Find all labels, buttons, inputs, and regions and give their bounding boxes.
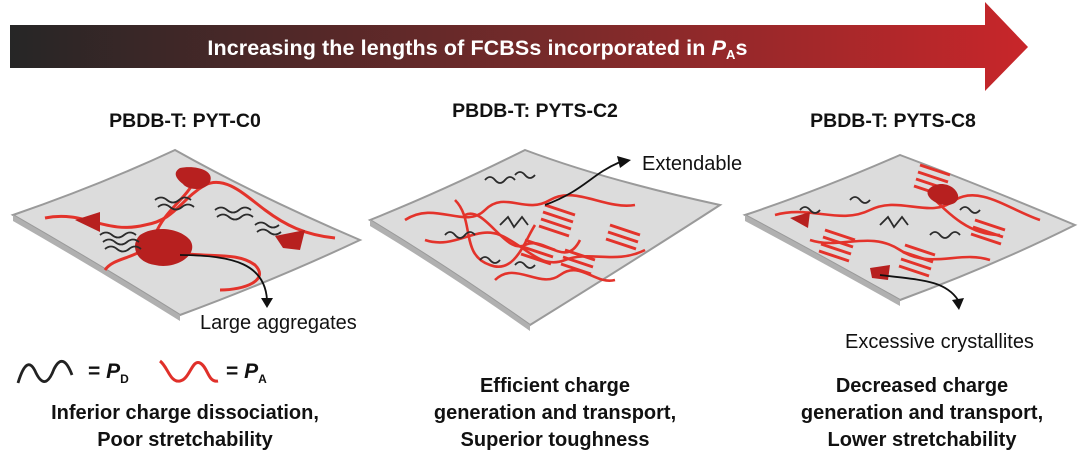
callout-large-aggregates: Large aggregates xyxy=(200,312,357,334)
donor-legend-icon xyxy=(16,360,74,384)
acceptor-legend-icon xyxy=(158,359,219,383)
summary-c0: Inferior charge dissociation, Poor stret… xyxy=(0,400,370,454)
summary-c2: Efficient charge generation and transpor… xyxy=(405,373,705,454)
summary-c0-line2: Poor stretchability xyxy=(97,429,273,451)
summary-c8-line2: generation and transport, xyxy=(800,402,1044,424)
legend-donor-label: = PD xyxy=(88,360,129,386)
panel-title-c0: PBDB-T: PYT-C0 xyxy=(109,110,261,132)
progress-arrow xyxy=(10,2,1028,91)
summary-c2-line2: generation and transport, xyxy=(433,402,677,424)
summary-c2-line1: Efficient charge xyxy=(479,375,631,397)
callout-extendable: Extendable xyxy=(642,153,743,175)
summary-c2-line3: Superior toughness xyxy=(460,429,650,451)
summary-c8-line3: Lower stretchability xyxy=(827,429,1017,451)
film-illustration-c0 xyxy=(10,148,363,321)
summary-c8: Decreased charge generation and transpor… xyxy=(772,373,1072,454)
callout-excessive-crystallites: Excessive crystallites xyxy=(845,331,1034,353)
summary-c8-line1: Decreased charge xyxy=(835,375,1009,397)
film-illustration-c2 xyxy=(367,148,723,331)
legend-acceptor-label: = PA xyxy=(226,360,267,386)
panel-title-c8: PBDB-T: PYTS-C8 xyxy=(810,110,976,132)
panel-title-c2: PBDB-T: PYTS-C2 xyxy=(452,100,618,122)
arrow-label: Increasing the lengths of FCBSs incorpor… xyxy=(207,36,748,62)
summary-c0-line1: Inferior charge dissociation, xyxy=(51,402,319,424)
film-illustration-c8 xyxy=(742,153,1078,310)
